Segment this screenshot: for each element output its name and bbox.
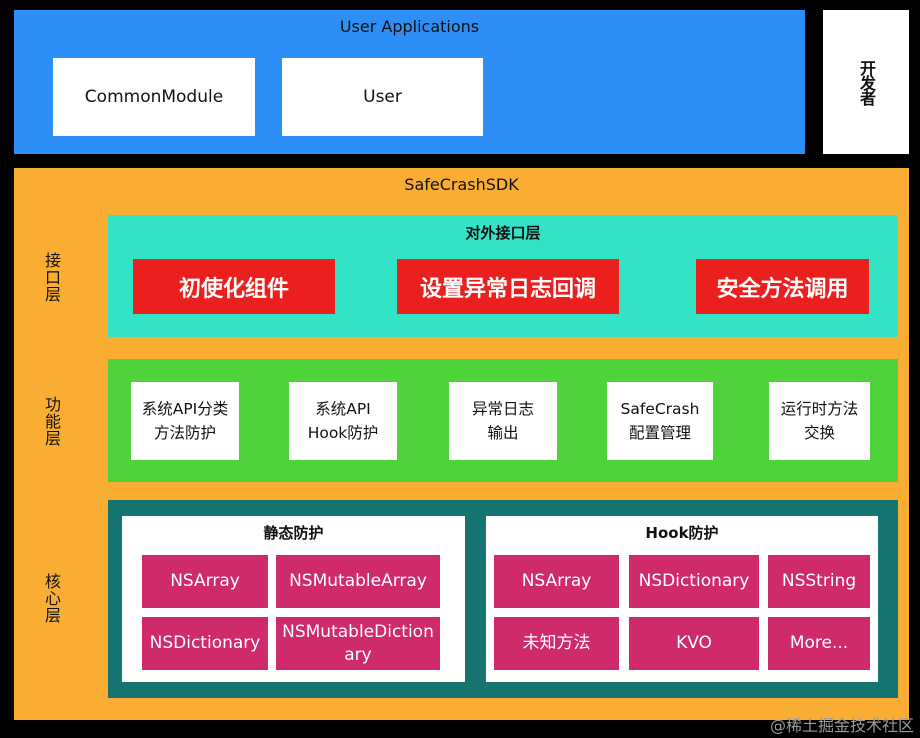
layer-label-interface: 接口层 xyxy=(42,251,61,303)
function-item-line: 系统API xyxy=(315,399,371,418)
hook-item-unknown-method: 未知方法 xyxy=(494,617,619,670)
function-item-line: 配置管理 xyxy=(628,424,691,442)
module-user: User xyxy=(282,58,483,136)
function-item-line: 输出 xyxy=(487,424,519,442)
function-item-line: 运行时方法 xyxy=(780,399,859,418)
user-applications-title: User Applications xyxy=(339,16,480,36)
developer-label: 开发者 xyxy=(857,59,876,105)
hook-protection-title: Hook防护 xyxy=(645,523,719,542)
static-protection-title: 静态防护 xyxy=(263,523,324,542)
developer-box: 开发者 xyxy=(823,10,909,154)
function-item-line: 方法防护 xyxy=(153,424,216,442)
hook-item-kvo: KVO xyxy=(629,617,759,670)
function-item-line: 交换 xyxy=(803,424,835,442)
function-item-config: SafeCrash 配置管理 xyxy=(607,382,713,460)
set-log-callback-box: 设置异常日志回调 xyxy=(397,259,619,314)
function-item-line: 系统API分类 xyxy=(141,399,229,418)
static-item-line: ary xyxy=(344,644,372,665)
module-label: User xyxy=(363,87,402,107)
static-item-line: NSMutableDiction xyxy=(282,622,434,643)
function-item-line: SafeCrash xyxy=(620,399,700,418)
layer-label-core: 核心层 xyxy=(42,572,61,624)
sdk-title: SafeCrashSDK xyxy=(404,174,519,194)
layer-label-function: 功能层 xyxy=(42,395,61,447)
function-item-log-output: 异常日志 输出 xyxy=(449,382,557,460)
static-item-nsmutablearray: NSMutableArray xyxy=(276,555,440,608)
function-item-line: 异常日志 xyxy=(471,399,534,418)
function-item-api-hook: 系统API Hook防护 xyxy=(289,382,397,460)
hook-item-nsdictionary: NSDictionary xyxy=(629,555,759,608)
hook-item-nsstring: NSString xyxy=(768,555,870,608)
function-item-runtime-swizzle: 运行时方法 交换 xyxy=(769,382,870,460)
hook-item-nsarray: NSArray xyxy=(494,555,619,608)
hook-item-more: More... xyxy=(768,617,870,670)
static-item-nsdictionary: NSDictionary xyxy=(142,617,268,670)
safe-method-call-box: 安全方法调用 xyxy=(696,259,869,314)
static-item-nsmutabledictionary: NSMutableDiction ary xyxy=(276,617,440,670)
function-item-api-category: 系统API分类 方法防护 xyxy=(131,382,239,460)
watermark-text: @稀土掘金技术社区 xyxy=(769,716,914,735)
init-component-box: 初使化组件 xyxy=(133,259,335,314)
static-item-nsarray: NSArray xyxy=(142,555,268,608)
function-item-line: Hook防护 xyxy=(307,424,379,442)
module-label: CommonModule xyxy=(84,87,224,107)
module-commonmodule: CommonModule xyxy=(53,58,255,136)
interface-panel-title: 对外接口层 xyxy=(465,223,541,242)
